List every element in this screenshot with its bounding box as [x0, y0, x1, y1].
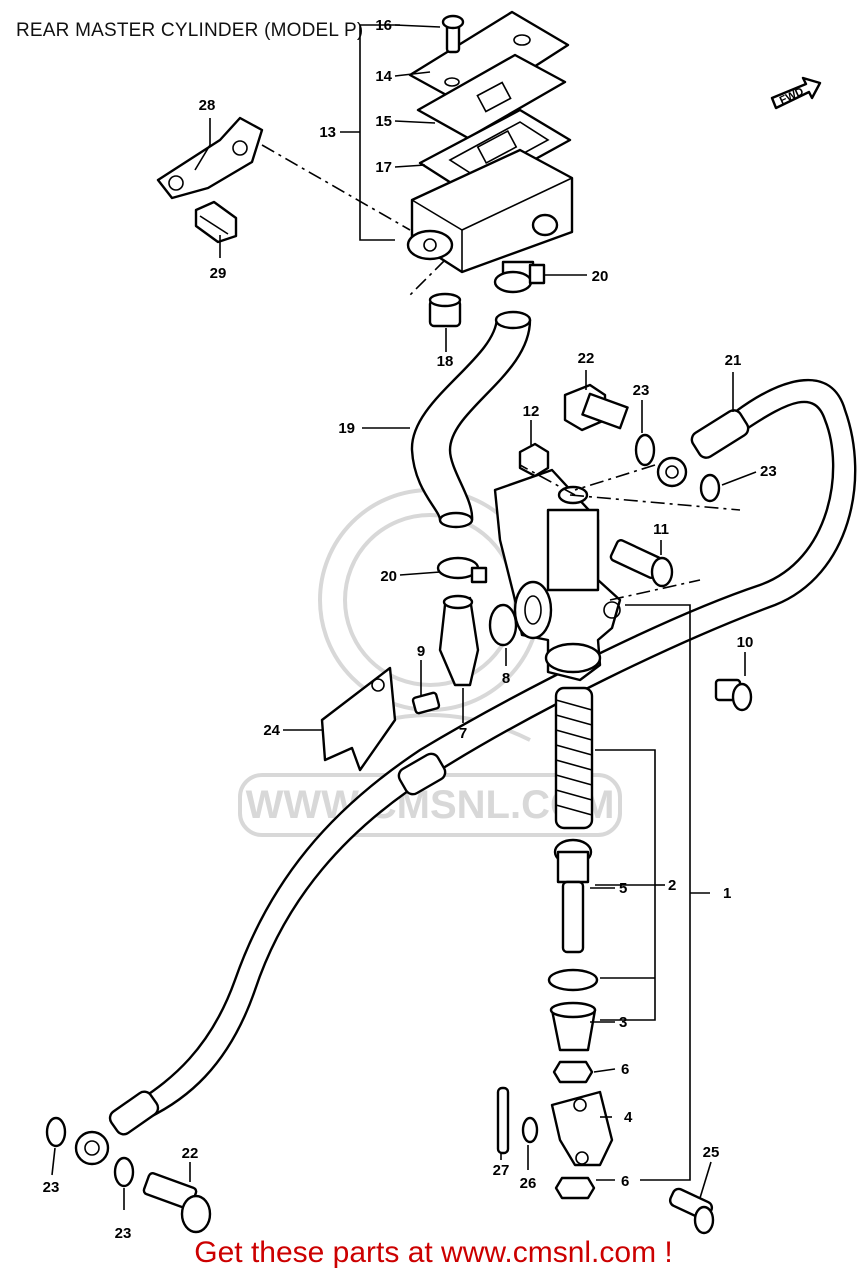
brake-hose-21: [74, 378, 857, 1166]
reservoir-hose-19: [410, 310, 532, 529]
part-label-12: 12: [523, 403, 540, 420]
bolt-18: [428, 292, 462, 328]
nut-6-lower: [554, 1176, 596, 1200]
watermark-text: WWW.CMSNL.COM: [246, 783, 615, 827]
hose-clamp-20-lower: [436, 556, 488, 584]
part-label-6-lower: 6: [621, 1173, 629, 1190]
washer-23-c: [113, 1156, 135, 1188]
part-label-24: 24: [263, 722, 280, 739]
page-title: REAR MASTER CYLINDER (MODEL P): [16, 20, 364, 41]
nut-12: [518, 442, 550, 478]
part-label-10: 10: [737, 634, 754, 651]
part-labels: 16 14 15 13 17 28 29 20 18 22 23 21 12 1…: [43, 17, 777, 1242]
part-label-15: 15: [375, 113, 392, 130]
part-label-21: 21: [725, 352, 742, 369]
leader-lines: [51, 24, 757, 1210]
part-label-22-lower: 22: [182, 1145, 199, 1162]
part-label-14: 14: [375, 68, 392, 85]
assembly-lines: [261, 144, 741, 601]
part-label-23-far-left: 23: [43, 1179, 60, 1196]
bolt-29: [194, 200, 238, 244]
circlip-3: [547, 968, 599, 992]
diaphragm-plate-15: [416, 53, 567, 140]
screw-9: [411, 691, 441, 715]
bolt-11: [609, 539, 674, 588]
part-label-11: 11: [653, 521, 669, 538]
part-label-22-upper: 22: [578, 350, 595, 367]
washer-23-a: [634, 433, 656, 467]
fwd-label: FWD: [778, 86, 806, 107]
group-bracket-13: [340, 24, 400, 241]
part-label-3: 3: [619, 1014, 627, 1031]
cotter-pin-27: [496, 1086, 510, 1155]
part-label-29: 29: [210, 265, 227, 282]
piston-5: [553, 838, 593, 954]
part-label-6-upper: 6: [621, 1061, 629, 1078]
spring-piston-2: [554, 686, 594, 830]
banjo-bolt-22-upper: [563, 383, 629, 432]
washer-26: [521, 1116, 539, 1144]
banjo-bolt-22-lower: [142, 1172, 212, 1234]
footer-link-text[interactable]: Get these parts at www.cmsnl.com !: [194, 1236, 673, 1269]
washer-23-d: [45, 1116, 67, 1148]
hose-guide-24: [320, 666, 397, 772]
part-label-2: 2: [668, 877, 676, 894]
screw-16: [441, 14, 465, 54]
part-label-26: 26: [520, 1175, 537, 1192]
hose-clamp-20-upper: [493, 263, 546, 294]
part-label-27: 27: [493, 1162, 510, 1179]
clevis-pin-25: [668, 1187, 715, 1235]
part-label-5: 5: [619, 880, 627, 897]
part-label-20-upper: 20: [592, 268, 609, 285]
part-label-1: 1: [723, 885, 731, 902]
master-cylinder-body: [493, 468, 622, 682]
part-label-23-upper: 23: [633, 382, 650, 399]
part-label-25: 25: [703, 1144, 720, 1161]
part-label-16: 16: [375, 17, 392, 34]
part-label-8: 8: [502, 670, 510, 687]
nut-6-upper: [552, 1060, 594, 1084]
part-label-19: 19: [338, 420, 355, 437]
part-label-20-lower: 20: [380, 568, 397, 585]
bracket-28: [156, 116, 264, 200]
part-label-17: 17: [375, 159, 392, 176]
part-label-23-lower-left: 23: [115, 1225, 132, 1242]
fwd-arrow-icon: FWD: [770, 76, 822, 110]
part-label-4: 4: [624, 1109, 633, 1126]
o-ring-8: [488, 603, 518, 647]
part-label-7: 7: [459, 725, 467, 742]
boot-3: [549, 1001, 597, 1052]
part-label-23-right: 23: [760, 463, 777, 480]
part-label-18: 18: [437, 353, 454, 370]
part-label-13: 13: [319, 124, 336, 141]
group-bracket-1-2: [595, 604, 710, 1181]
washer-23-b: [699, 473, 721, 503]
hose-joint-7: [438, 594, 480, 687]
bolt-10: [714, 678, 753, 712]
part-label-9: 9: [417, 643, 425, 660]
joint-clevis-4: [550, 1090, 614, 1167]
part-label-28: 28: [199, 97, 216, 114]
